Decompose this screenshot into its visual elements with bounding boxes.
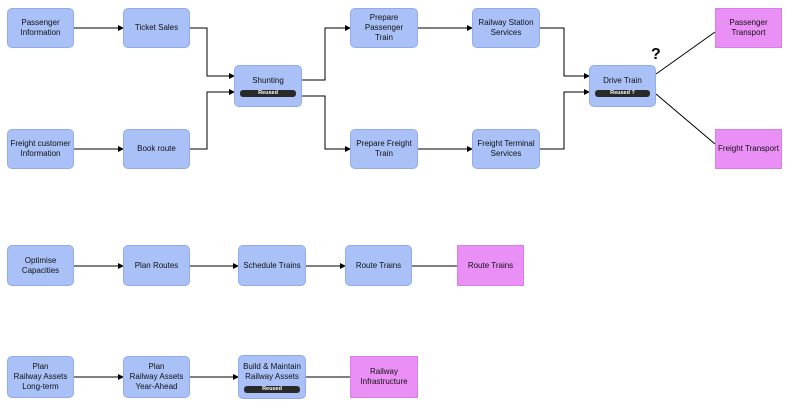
edge-book-route-to-shunting bbox=[190, 89, 235, 150]
node-label: Optimise Capacities bbox=[21, 255, 60, 275]
reused-badge: Reused ? bbox=[594, 89, 651, 97]
node-railway-infrastructure[interactable]: Railway Infrastructure bbox=[350, 356, 418, 398]
node-build-maintain-railway-assets[interactable]: Build & Maintain Railway Assets Reused bbox=[238, 355, 306, 399]
node-shunting[interactable]: Shunting Reused bbox=[234, 65, 302, 107]
edge-station-services-to-drive-train bbox=[540, 27, 590, 79]
node-drive-train[interactable]: Drive Train Reused ? bbox=[589, 65, 656, 107]
edge-ticket-sales-to-shunting bbox=[190, 27, 235, 79]
node-passenger-information[interactable]: Passenger Information bbox=[7, 8, 74, 48]
node-freight-customer-information[interactable]: Freight customer Information bbox=[7, 129, 74, 169]
node-label: Plan Railway Assets Long-term bbox=[13, 362, 68, 391]
node-prepare-passenger-train[interactable]: Prepare Passenger Train bbox=[350, 8, 418, 48]
node-book-route[interactable]: Book route bbox=[123, 129, 190, 169]
node-label: Build & Maintain Railway Assets bbox=[243, 361, 301, 381]
node-label: Prepare Passenger Train bbox=[364, 13, 404, 42]
edge-drive-train-to-passenger-transport bbox=[655, 31, 716, 75]
node-label: Freight Terminal Services bbox=[477, 139, 535, 158]
node-plan-routes[interactable]: Plan Routes bbox=[123, 245, 190, 286]
node-label: Plan Routes bbox=[134, 260, 179, 270]
node-plan-railway-assets-year-ahead[interactable]: Plan Railway Assets Year-Ahead bbox=[123, 356, 190, 398]
node-railway-station-services[interactable]: Railway Station Services bbox=[472, 8, 540, 48]
node-label: Freight customer Information bbox=[10, 139, 71, 158]
edge-shunting-to-prepare-passenger-train bbox=[302, 25, 351, 81]
node-ticket-sales[interactable]: Ticket Sales bbox=[123, 8, 190, 48]
node-label: Route Trains bbox=[355, 260, 402, 270]
node-label: Plan Railway Assets Year-Ahead bbox=[129, 362, 184, 391]
node-label: Shunting bbox=[252, 75, 284, 85]
node-label: Drive Train bbox=[603, 75, 642, 85]
node-label: Freight Transport bbox=[718, 144, 779, 153]
reused-badge: Reused bbox=[243, 385, 301, 393]
edge-drive-train-to-freight-transport bbox=[655, 93, 716, 145]
node-label: Ticket Sales bbox=[134, 23, 179, 32]
node-route-trains-result[interactable]: Route Trains bbox=[457, 245, 524, 286]
question-mark: ? bbox=[651, 46, 661, 63]
node-label: Railway Station Services bbox=[478, 18, 534, 37]
node-optimise-capacities[interactable]: Optimise Capacities bbox=[7, 245, 74, 286]
edge-shunting-to-prepare-freight-train bbox=[302, 95, 351, 152]
node-label: Prepare Freight Train bbox=[356, 139, 412, 158]
edge-terminal-services-to-drive-train bbox=[540, 89, 590, 150]
node-freight-transport[interactable]: Freight Transport bbox=[715, 129, 782, 169]
node-prepare-freight-train[interactable]: Prepare Freight Train bbox=[350, 129, 418, 169]
node-label: Passenger Transport bbox=[729, 18, 768, 37]
node-freight-terminal-services[interactable]: Freight Terminal Services bbox=[472, 129, 540, 169]
node-label: Route Trains bbox=[467, 260, 514, 270]
node-label: Passenger Information bbox=[20, 18, 61, 37]
node-route-trains[interactable]: Route Trains bbox=[345, 245, 412, 286]
reused-badge: Reused bbox=[239, 89, 297, 97]
node-passenger-transport[interactable]: Passenger Transport bbox=[715, 8, 782, 48]
node-label: Railway Infrastructure bbox=[360, 367, 408, 386]
node-label: Book route bbox=[137, 144, 176, 153]
node-label: Schedule Trains bbox=[243, 260, 301, 270]
node-schedule-trains[interactable]: Schedule Trains bbox=[238, 245, 306, 286]
node-plan-railway-assets-long-term[interactable]: Plan Railway Assets Long-term bbox=[7, 356, 74, 398]
